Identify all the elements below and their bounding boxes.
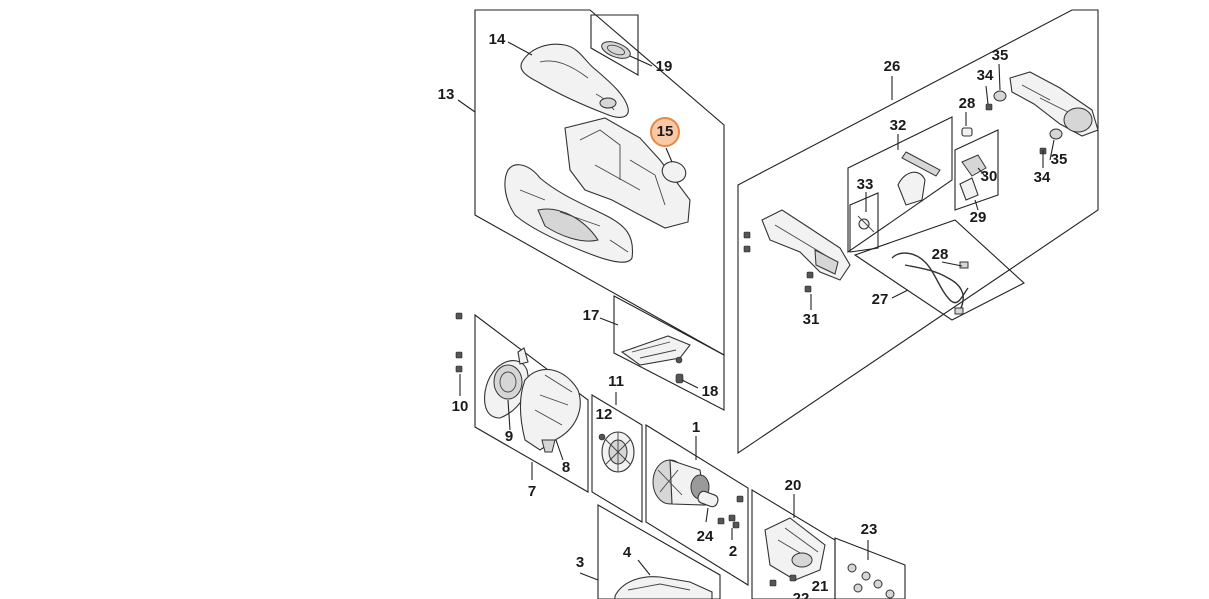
screws: [455, 103, 1047, 587]
callout-23[interactable]: 23: [861, 521, 878, 538]
callout-20[interactable]: 20: [785, 477, 802, 494]
callout-11[interactable]: 11: [608, 373, 624, 390]
callout-28-top[interactable]: 28: [959, 95, 976, 112]
leader-lines: [457, 41, 1055, 581]
cover-plate-19: [601, 41, 631, 59]
callout-10[interactable]: 10: [452, 398, 469, 415]
highlight-ring-15[interactable]: [650, 117, 680, 147]
panel-motor-1: [645, 424, 749, 586]
motor-1: [652, 459, 719, 508]
seal-ring-15: [661, 161, 687, 183]
callout-14[interactable]: 14: [489, 31, 506, 48]
handle-left-part: [761, 209, 851, 281]
fan-wheel-12: [598, 431, 635, 473]
panel-29: [954, 129, 999, 211]
callout-33[interactable]: 33: [857, 176, 874, 193]
callout-29[interactable]: 29: [970, 209, 987, 226]
callout-8[interactable]: 8: [562, 459, 570, 476]
panel-11: [591, 394, 643, 523]
callout-35-top[interactable]: 35: [992, 47, 1009, 64]
handle-assembly-26: [993, 71, 1099, 140]
callout-31[interactable]: 31: [803, 311, 820, 328]
switch-29: [959, 127, 987, 201]
callout-27[interactable]: 27: [872, 291, 889, 308]
callout-35-bottom[interactable]: 35: [1051, 151, 1068, 168]
panel-33: [849, 192, 879, 253]
fan-cover-8: [519, 368, 581, 453]
panel-housing-13: [474, 9, 725, 356]
callout-3[interactable]: 3: [576, 554, 584, 571]
callout-1[interactable]: 1: [692, 419, 700, 436]
panel-handle-26: [737, 9, 1099, 455]
fan-housing-9: [484, 347, 529, 419]
callout-18[interactable]: 18: [702, 383, 719, 400]
panel-3: [597, 504, 721, 599]
callout-34-top[interactable]: 34: [977, 67, 994, 84]
callout-2[interactable]: 2: [729, 543, 737, 560]
panel-23: [834, 537, 906, 599]
housing-main-body: [504, 117, 691, 263]
callout-28-bottom[interactable]: 28: [932, 246, 949, 263]
callout-15[interactable]: 15: [657, 123, 674, 140]
callout-24[interactable]: 24: [697, 528, 714, 545]
callout-7[interactable]: 7: [528, 483, 536, 500]
callout-32[interactable]: 32: [890, 117, 907, 134]
callout-13[interactable]: 13: [438, 86, 455, 103]
panel-27: [853, 219, 1025, 321]
callout-21[interactable]: 21: [812, 578, 829, 595]
panel-20: [751, 489, 836, 599]
callout-labels: 14 19 13 15 17 18 10 9 8 7 11 12 1 24 2 …: [438, 31, 1068, 599]
hardware-set-23: [847, 563, 895, 599]
callout-30[interactable]: 30: [981, 168, 998, 185]
housing-top-shell-14: [520, 43, 629, 118]
switch-parts-32: [857, 151, 941, 233]
callout-9[interactable]: 9: [505, 428, 513, 445]
part-4: [614, 576, 713, 599]
callout-34-bottom[interactable]: 34: [1034, 169, 1051, 186]
grip-part-17: [620, 335, 691, 384]
panel-19: [590, 14, 639, 76]
callout-22[interactable]: 22: [793, 590, 810, 599]
callout-12[interactable]: 12: [596, 406, 613, 423]
panel-32: [847, 116, 953, 254]
callout-17[interactable]: 17: [583, 307, 600, 324]
panel-17: [613, 295, 725, 411]
cable-harness-27: [891, 252, 969, 315]
gear-housing-20: [764, 517, 826, 581]
callout-26[interactable]: 26: [884, 58, 901, 75]
callout-4[interactable]: 4: [623, 544, 632, 561]
callout-19[interactable]: 19: [656, 58, 673, 75]
